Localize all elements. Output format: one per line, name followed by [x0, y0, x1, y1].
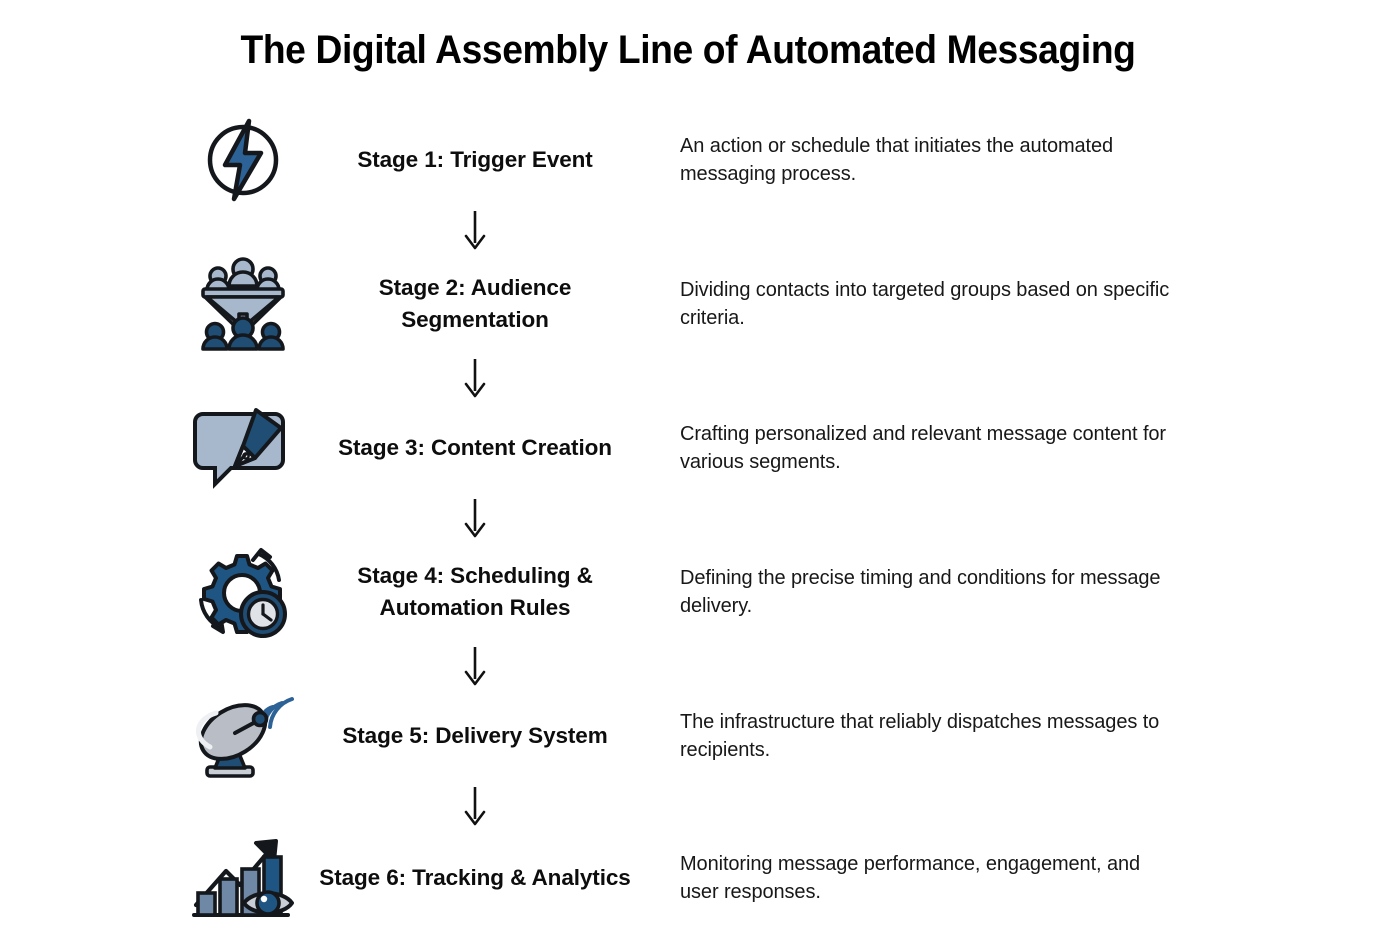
connector-arrow-row [0, 356, 1376, 400]
speech-bubble-pen-icon [175, 400, 310, 496]
satellite-dish-icon [175, 688, 310, 784]
stage-row: Stage 2: Audience Segmentation Dividing … [0, 252, 1376, 356]
stage-row: Stage 6: Tracking & Analytics Monitoring… [0, 828, 1376, 928]
stage-description: Crafting personalized and relevant messa… [680, 422, 1166, 473]
down-arrow-icon [310, 496, 640, 540]
page-title: The Digital Assembly Line of Automated M… [240, 28, 1136, 72]
stage-description: Dividing contacts into targeted groups b… [680, 278, 1170, 329]
stage-description: An action or schedule that initiates the… [680, 134, 1114, 185]
stage-row: Stage 3: Content Creation Crafting perso… [0, 400, 1376, 496]
connector-arrow-row [0, 208, 1376, 252]
stage-label: Stage 3: Content Creation [338, 435, 612, 461]
stage-description: Monitoring message performance, engageme… [680, 852, 1141, 903]
stage-label: Stage 1: Trigger Event [357, 147, 593, 173]
stage-row: Stage 5: Delivery System The infrastruct… [0, 688, 1376, 784]
bar-chart-eye-icon [175, 828, 310, 928]
stage-description: Defining the precise timing and conditio… [680, 566, 1161, 617]
process-flow: Stage 1: Trigger Event An action or sche… [0, 112, 1376, 928]
stage-description: The infrastructure that reliably dispatc… [680, 710, 1160, 761]
audience-funnel-icon [175, 252, 310, 356]
stage-row: Stage 1: Trigger Event An action or sche… [0, 112, 1376, 208]
stage-row: Stage 4: Scheduling & Automation Rules D… [0, 540, 1376, 644]
connector-arrow-row [0, 784, 1376, 828]
lightning-bolt-circle-icon [175, 112, 310, 208]
down-arrow-icon [310, 208, 640, 252]
connector-arrow-row [0, 496, 1376, 540]
connector-arrow-row [0, 644, 1376, 688]
stage-label: Stage 2: Audience Segmentation [378, 275, 572, 332]
down-arrow-icon [310, 356, 640, 400]
stage-label: Stage 5: Delivery System [342, 723, 608, 749]
stage-label: Stage 6: Tracking & Analytics [319, 865, 631, 891]
down-arrow-icon [310, 784, 640, 828]
stage-label: Stage 4: Scheduling & Automation Rules [357, 563, 593, 620]
gear-clock-icon [175, 540, 310, 644]
down-arrow-icon [310, 644, 640, 688]
